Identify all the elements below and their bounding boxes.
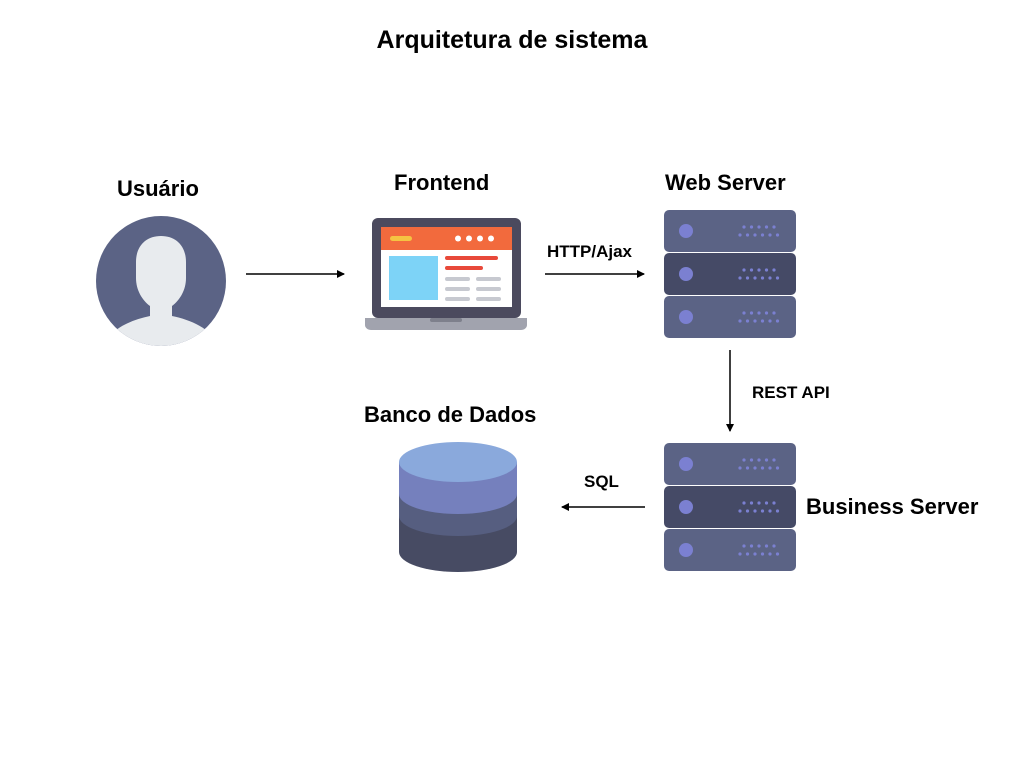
edge-label-http-ajax: HTTP/Ajax (547, 242, 633, 261)
diagram-title: Arquitetura de sistema (376, 26, 648, 54)
server-unit (664, 529, 796, 571)
user-label: Usuário (117, 176, 199, 201)
database-label: Banco de Dados (364, 402, 537, 427)
server-led (679, 224, 693, 238)
business-server-stack-icon (664, 443, 796, 571)
server-unit (664, 443, 796, 485)
user-avatar-icon (96, 216, 226, 346)
server-led (679, 457, 693, 471)
server-led (679, 500, 693, 514)
server-unit (664, 296, 796, 338)
web-server-stack-icon (664, 210, 796, 338)
server-unit (664, 210, 796, 252)
edge-label-rest-api: REST API (752, 383, 830, 402)
server-led (679, 543, 693, 557)
server-unit (664, 253, 796, 295)
web-server-label: Web Server (665, 170, 786, 195)
edge-label-sql: SQL (584, 472, 619, 491)
business-server-label: Business Server (806, 494, 979, 519)
server-led (679, 267, 693, 281)
server-unit (664, 486, 796, 528)
frontend-label: Frontend (394, 170, 490, 195)
database-icon (399, 442, 517, 572)
laptop-icon (365, 218, 527, 330)
server-led (679, 310, 693, 324)
